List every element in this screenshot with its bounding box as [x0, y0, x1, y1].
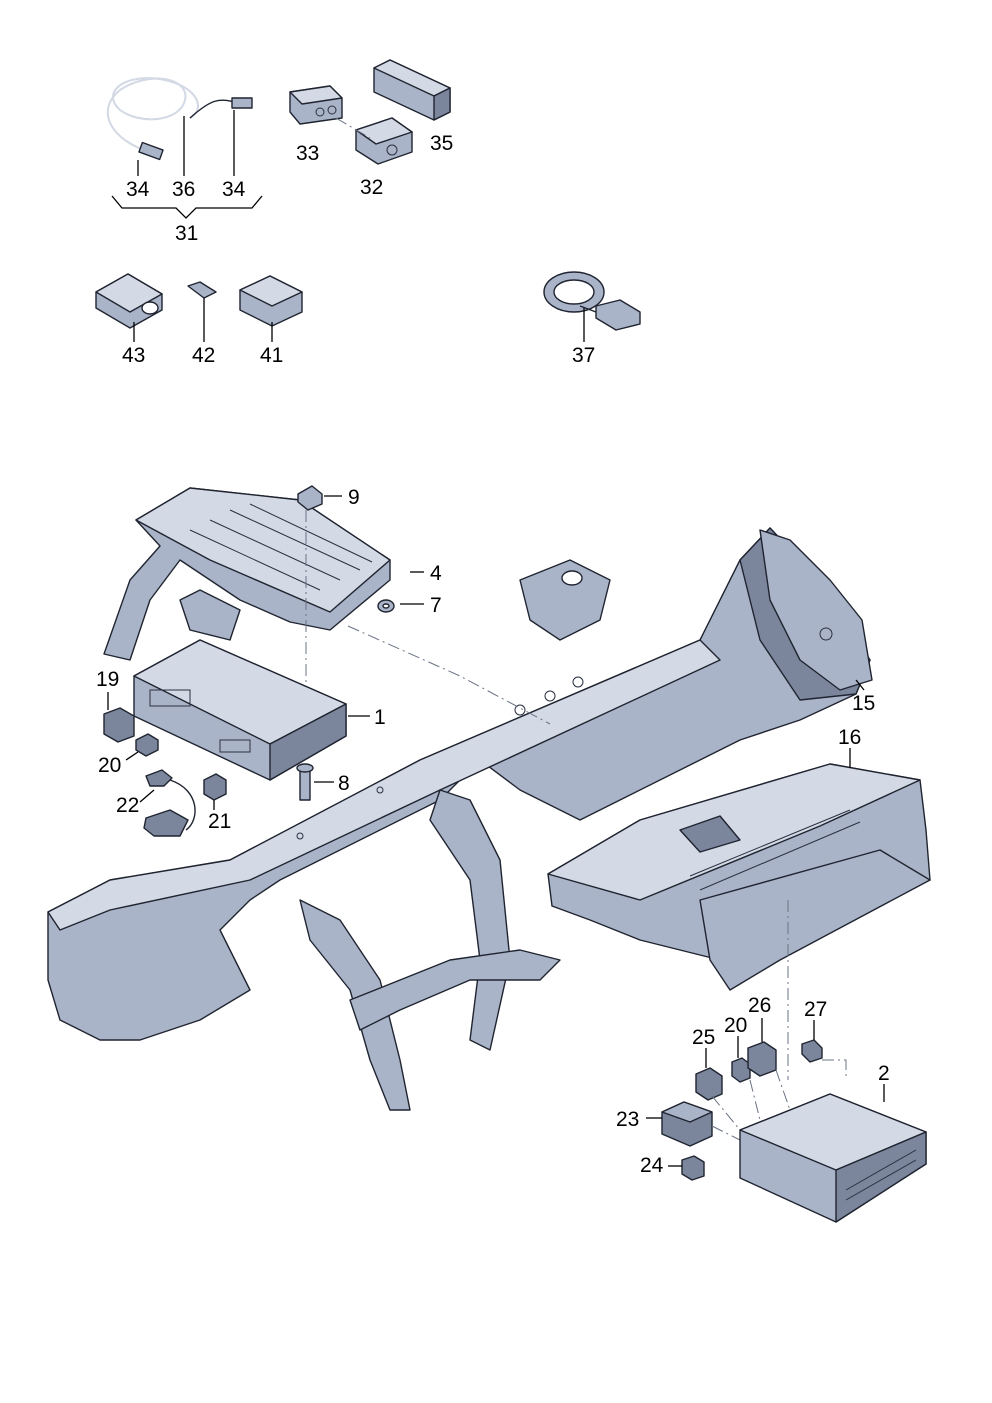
- bracket-31: [111, 195, 263, 219]
- connector-23[interactable]: [661, 1101, 713, 1147]
- callout-37: 37: [572, 344, 595, 367]
- dashline-connectors: [711, 1059, 847, 1141]
- callout-35: 35: [430, 132, 453, 155]
- callout-36: 36: [172, 178, 195, 201]
- callout-15: 15: [852, 692, 875, 715]
- callout-32: 32: [360, 176, 383, 199]
- callout-34a: 34: [126, 178, 150, 201]
- coiled-cable-36[interactable]: [106, 77, 253, 161]
- callout-23: 23: [616, 1108, 639, 1131]
- ferrite-43[interactable]: [95, 273, 163, 329]
- callout-24: 24: [640, 1154, 664, 1177]
- connector-21[interactable]: [203, 773, 227, 801]
- housing-35[interactable]: [373, 59, 451, 121]
- callout-19: 19: [96, 668, 119, 691]
- screw-8[interactable]: [296, 763, 314, 801]
- callout-31: 31: [175, 222, 198, 245]
- callout-21: 21: [208, 810, 231, 833]
- connector-33[interactable]: [289, 85, 343, 125]
- foam-41[interactable]: [239, 275, 303, 327]
- leader-22: [139, 789, 155, 803]
- callout-27: 27: [804, 998, 827, 1021]
- control-unit-1[interactable]: [133, 639, 347, 781]
- leader-15: [855, 679, 865, 691]
- callout-2: 2: [878, 1062, 890, 1085]
- antenna-ring-37[interactable]: [543, 271, 641, 331]
- unit-2[interactable]: [739, 1093, 927, 1223]
- callout-26: 26: [748, 994, 771, 1017]
- callout-34b: 34: [222, 178, 246, 201]
- connector-20-left[interactable]: [135, 733, 159, 757]
- nut-7[interactable]: [377, 599, 395, 613]
- callout-7: 7: [430, 594, 442, 617]
- connector-19[interactable]: [103, 707, 135, 743]
- leader-20a: [125, 751, 139, 761]
- callout-25: 25: [692, 1026, 715, 1049]
- callout-20a: 20: [98, 754, 121, 777]
- callout-9: 9: [348, 486, 360, 509]
- callout-42: 42: [192, 344, 215, 367]
- callout-22: 22: [116, 794, 139, 817]
- connector-26[interactable]: [747, 1041, 777, 1077]
- dashline-33-32: [335, 117, 371, 139]
- connector-27[interactable]: [801, 1039, 823, 1063]
- callout-16: 16: [838, 726, 861, 749]
- bracket-32[interactable]: [355, 117, 413, 165]
- glovebox-16[interactable]: [547, 763, 931, 991]
- callout-8: 8: [338, 772, 350, 795]
- callout-20b: 20: [724, 1014, 747, 1037]
- callout-33: 33: [296, 142, 319, 165]
- pad-42[interactable]: [187, 281, 217, 299]
- callout-43: 43: [122, 344, 145, 367]
- connector-20-right[interactable]: [731, 1057, 751, 1083]
- clip-9[interactable]: [297, 485, 323, 511]
- connector-24[interactable]: [681, 1155, 705, 1181]
- callout-41: 41: [260, 344, 283, 367]
- cable-22[interactable]: [143, 769, 196, 837]
- mounting-bracket-4[interactable]: [103, 487, 391, 661]
- callout-4: 4: [430, 562, 442, 585]
- callout-1: 1: [374, 706, 386, 729]
- cross-car-beam: [47, 527, 873, 1111]
- connector-25[interactable]: [695, 1067, 723, 1101]
